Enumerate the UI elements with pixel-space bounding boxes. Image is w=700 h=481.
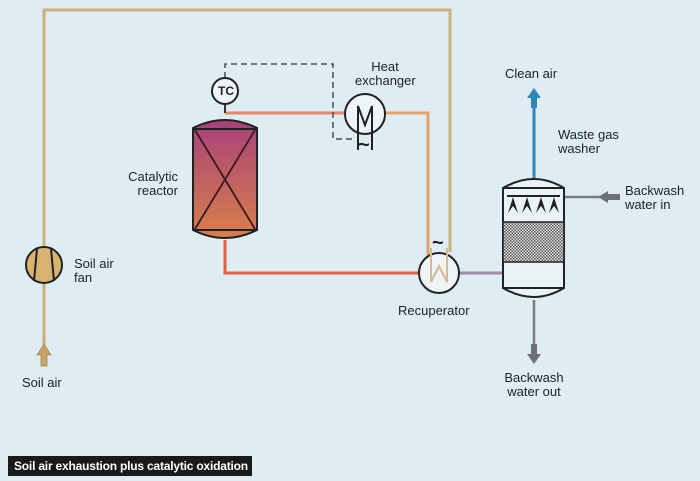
temperature-controller-icon	[211, 77, 239, 113]
backwash-out-arrow-icon	[527, 344, 541, 364]
soil-air-fan-icon	[25, 246, 63, 284]
clean-air-label: Clean air	[505, 66, 558, 81]
waste-gas-washer-icon	[502, 178, 565, 298]
hot-gas-line	[223, 240, 420, 275]
tc-label: TC	[218, 84, 234, 98]
heat-exchanger-icon	[344, 93, 386, 150]
clean-air-line	[527, 88, 541, 180]
backwash-in-arrow-icon	[598, 191, 620, 203]
warm-gas-line	[225, 111, 430, 255]
backwash-in-label: Backwash water in	[625, 183, 685, 212]
heat-exchanger-label: Heat exchanger	[355, 59, 416, 88]
recuperator-icon	[418, 248, 460, 294]
diagram-caption: Soil air exhaustion plus catalytic oxida…	[8, 456, 252, 476]
heat-exchanger-tilde: ~	[358, 134, 370, 156]
soil-air-arrow-icon	[36, 343, 52, 367]
recuperator-label: Recuperator	[398, 303, 470, 318]
backwash-out-line	[527, 300, 541, 364]
spray-nozzles-icon	[508, 197, 559, 213]
catalytic-reactor-icon	[192, 119, 258, 239]
recuperator-tilde: ~	[432, 232, 444, 254]
soil-air-line	[42, 8, 452, 345]
catalytic-reactor-label: Catalytic reactor	[128, 169, 178, 198]
control-signal-line	[224, 63, 355, 140]
waste-gas-washer-label: Waste gas washer	[558, 127, 619, 156]
backwash-out-label: Backwash water out	[504, 370, 564, 399]
clean-air-arrow-icon	[527, 88, 541, 108]
soil-air-fan-label: Soil air fan	[74, 256, 114, 285]
soil-air-label: Soil air	[22, 375, 62, 390]
backwash-in-line	[562, 191, 620, 203]
